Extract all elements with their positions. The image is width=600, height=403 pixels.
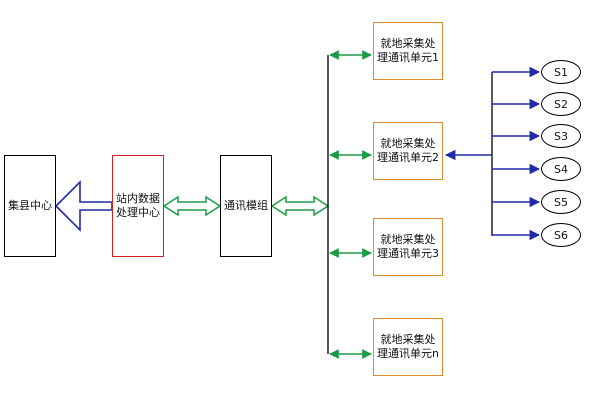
communication-module-label: 通讯模组 bbox=[224, 199, 268, 212]
processing-comm-double-arrow bbox=[162, 195, 222, 217]
comm-trunk-double-arrow bbox=[270, 195, 330, 217]
sensor-s2: S2 bbox=[541, 92, 581, 116]
sensor-s3: S3 bbox=[541, 124, 581, 148]
processing-label-line2: 处理中心 bbox=[116, 206, 160, 219]
station-data-processing-box: 站内数据 处理中心 bbox=[112, 155, 164, 257]
central-station-label: 集县中心 bbox=[8, 199, 52, 212]
unit-2-label-line1: 就地采集处 bbox=[380, 137, 436, 150]
sensor-s6: S6 bbox=[541, 223, 581, 247]
unit-1-label-line1: 就地采集处 bbox=[380, 37, 436, 50]
processing-label-line1: 站内数据 bbox=[116, 192, 160, 205]
acquisition-unit-3: 就地采集处 理通讯单元3 bbox=[373, 218, 443, 276]
sensor-s4: S4 bbox=[541, 157, 581, 181]
upload-hollow-arrow bbox=[54, 180, 113, 232]
central-station-box: 集县中心 bbox=[4, 155, 56, 257]
communication-module-box: 通讯模组 bbox=[220, 155, 272, 257]
unit-3-label-line1: 就地采集处 bbox=[380, 233, 436, 246]
unit-3-label-line2: 理通讯单元3 bbox=[377, 247, 439, 260]
unit-1-label-line2: 理通讯单元1 bbox=[377, 51, 439, 64]
acquisition-unit-n: 就地采集处 理通讯单元n bbox=[373, 318, 443, 376]
unit-n-label-line1: 就地采集处 bbox=[380, 333, 436, 346]
unit-2-label-line2: 理通讯单元2 bbox=[377, 151, 439, 164]
sensor-s5: S5 bbox=[541, 190, 581, 214]
acquisition-unit-2: 就地采集处 理通讯单元2 bbox=[373, 122, 443, 180]
sensor-s1: S1 bbox=[541, 60, 581, 84]
unit-n-label-line2: 理通讯单元n bbox=[377, 347, 439, 360]
acquisition-unit-1: 就地采集处 理通讯单元1 bbox=[373, 22, 443, 80]
